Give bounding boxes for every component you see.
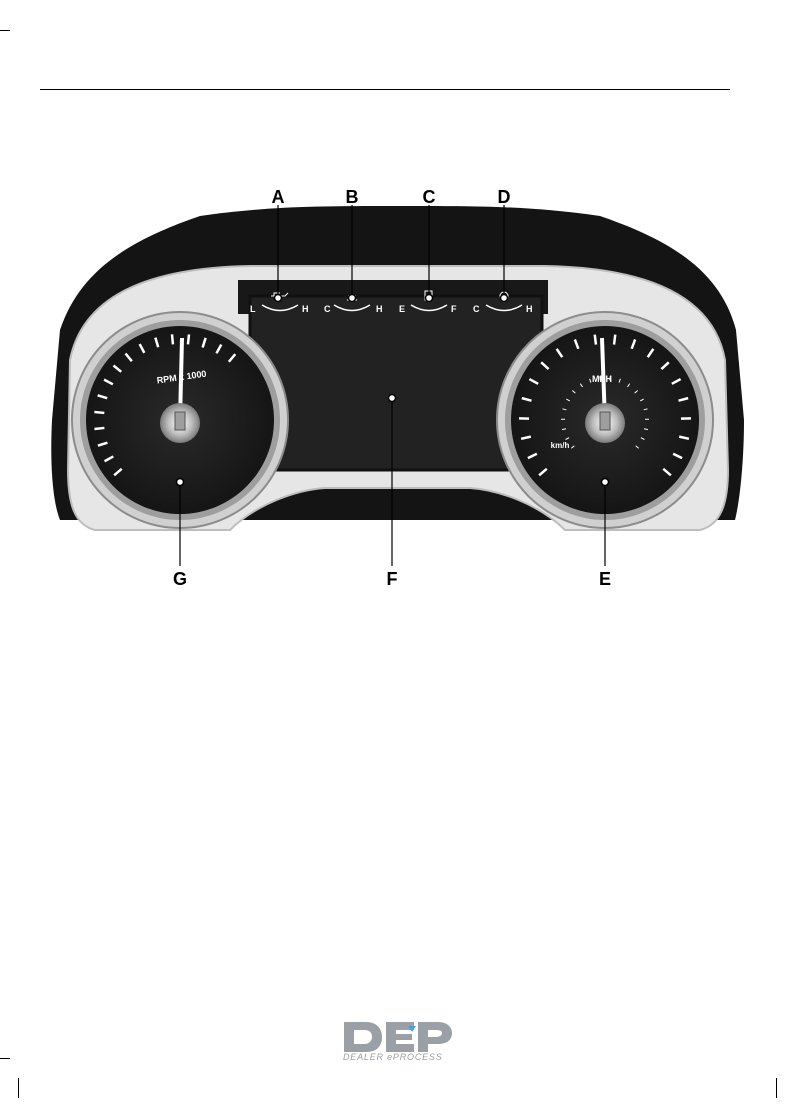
trans-temp-arc: [485, 304, 523, 312]
speedometer-tick: [520, 435, 532, 441]
crop-mark-bottom-left-v: [18, 1078, 19, 1098]
coolant-gauge-low-label: C: [324, 304, 331, 314]
fuel-arc: [410, 304, 448, 312]
callout-b-dot: [347, 293, 357, 303]
speedometer-tick: [662, 467, 672, 477]
crop-mark-top-left: [0, 30, 10, 31]
callout-f-label: F: [387, 569, 398, 589]
crop-mark-bottom-right-v: [776, 1078, 777, 1098]
speedometer-tick-marks: [518, 334, 692, 477]
speedometer-tick: [528, 377, 539, 385]
speedometer-tick: [540, 361, 550, 370]
speedometer-inner-tick: [618, 378, 621, 383]
speedometer-inner-tick: [639, 398, 644, 402]
small-gauge-group: [261, 304, 523, 312]
tachometer-tick: [154, 337, 160, 348]
callout-e-dot: [600, 477, 610, 487]
fuel-gauge-low-label: E: [399, 304, 405, 314]
callout-g-dot: [175, 477, 185, 487]
speedometer-tick: [527, 452, 538, 460]
speedometer-inner-tick: [643, 428, 649, 431]
speedometer-tick: [538, 467, 548, 477]
speedometer-metric-label: km/h: [551, 441, 570, 450]
speedometer-inner-tick-marks: [560, 376, 650, 449]
speedometer-inner-tick: [635, 445, 640, 449]
oil-pressure-arc: [261, 304, 299, 312]
fuel-gauge-high-label: F: [451, 304, 457, 314]
speedometer-inner-tick: [561, 428, 567, 431]
callout-b-label: B: [346, 187, 359, 207]
speedometer-tick: [678, 435, 690, 441]
tachometer-tick: [103, 378, 114, 386]
coolant-temp-arc: [333, 304, 371, 312]
callout-d-label: D: [498, 187, 511, 207]
callout-c-label: C: [423, 187, 436, 207]
speedometer-inner-tick: [565, 437, 570, 440]
tachometer-tick: [97, 394, 108, 400]
tachometer-tick: [103, 455, 114, 463]
instrument-cluster-illustration: L H C H E F C H RPM x 1000 MPH km/h: [51, 187, 745, 589]
callout-g-label: G: [173, 569, 187, 589]
crop-mark-bottom-left-h: [0, 1058, 10, 1059]
speedometer-tick: [646, 348, 655, 358]
tachometer-tick: [94, 410, 105, 415]
speedometer-inner-tick: [643, 408, 648, 411]
tachometer-tick: [201, 337, 207, 348]
speedometer-inner-tick: [562, 408, 567, 411]
dep-logo: [344, 1022, 452, 1052]
speedometer-tick: [573, 339, 580, 350]
tachometer-hub-cap: [174, 411, 186, 431]
speedometer-tick: [672, 452, 683, 460]
callout-c-dot: [424, 293, 434, 303]
speedometer-tick: [612, 334, 617, 345]
speedometer-hub-cap: [599, 411, 611, 431]
speedometer-tick: [593, 334, 598, 345]
speedometer-tick: [555, 348, 564, 358]
coolant-gauge-high-label: H: [376, 304, 383, 314]
callout-a-dot: [273, 293, 283, 303]
tachometer-tick: [97, 441, 108, 447]
tachometer-tick: [94, 426, 105, 431]
speedometer-inner-tick: [589, 378, 592, 383]
speedometer-tick: [521, 396, 532, 402]
oil-gauge-high-label: H: [302, 304, 309, 314]
tachometer-tick: [138, 343, 146, 354]
tachometer-tick: [215, 343, 223, 354]
tachometer-tick-marks: [94, 334, 237, 477]
speedometer-inner-tick: [634, 390, 638, 394]
speedometer-tick: [671, 377, 682, 385]
trans-gauge-high-label: H: [526, 304, 533, 314]
callout-a-label: A: [272, 187, 285, 207]
speedometer-inner-tick: [640, 437, 645, 440]
speedometer-inner-tick: [572, 390, 576, 394]
tachometer-tick: [227, 353, 237, 363]
callout-d-dot: [499, 293, 509, 303]
callout-e-label: E: [599, 569, 611, 589]
tachometer-tick: [113, 467, 123, 477]
speedometer-inner-tick: [579, 383, 583, 388]
trans-gauge-low-label: C: [473, 304, 480, 314]
center-display-screen: [248, 294, 544, 472]
tachometer-tick: [186, 334, 191, 345]
tachometer-tick: [112, 364, 123, 373]
tachometer-tick: [170, 334, 175, 345]
speedometer: MPH km/h: [496, 311, 714, 529]
speedometer-tick: [678, 396, 689, 402]
callout-f-dot: [387, 393, 397, 403]
speedometer-tick: [630, 339, 637, 350]
speedometer-inner-tick: [627, 383, 631, 388]
speedometer-tick: [660, 361, 670, 370]
tachometer: RPM x 1000: [71, 311, 289, 529]
header-rule: [40, 89, 730, 90]
oil-gauge-low-label: L: [250, 304, 256, 314]
dep-logo-subtext: DEALER ePROCESS: [343, 1052, 443, 1062]
speedometer-inner-tick: [566, 398, 571, 402]
tachometer-tick: [124, 352, 133, 363]
speedometer-inner-tick: [570, 445, 575, 449]
